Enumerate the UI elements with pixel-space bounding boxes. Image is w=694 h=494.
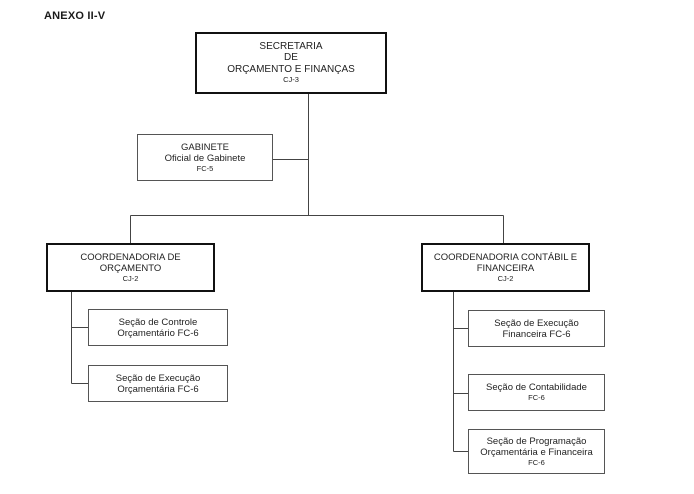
box-line: Seção de Controle xyxy=(118,316,198,328)
box-line: SECRETARIA xyxy=(259,40,323,52)
box-line: COORDENADORIA DE xyxy=(80,251,181,263)
org-box-secao-contabilidade: Seção de Contabilidade FC-6 xyxy=(468,374,605,411)
box-line: Orçamentária FC-6 xyxy=(117,383,199,395)
org-box-secretaria: SECRETARIA DE ORÇAMENTO E FINANÇAS CJ-3 xyxy=(195,32,387,94)
box-line: Seção de Execução xyxy=(494,317,579,329)
box-line: Seção de Execução xyxy=(115,372,201,384)
page-title: ANEXO II-V xyxy=(44,10,106,22)
box-line: ORÇAMENTO E FINANÇAS xyxy=(227,63,355,75)
box-line: Orçamentária e Financeira xyxy=(480,446,593,458)
box-code: CJ-2 xyxy=(122,273,139,283)
org-box-secao-execucao-orcamentaria: Seção de Execução Orçamentária FC-6 xyxy=(88,365,228,402)
box-line: DE xyxy=(284,52,298,64)
box-code: FC-6 xyxy=(528,393,545,402)
box-line: Seção de Contabilidade xyxy=(486,382,587,393)
box-line: Seção de Programação xyxy=(486,435,587,447)
box-code: CJ-3 xyxy=(283,75,299,85)
box-line: GABINETE xyxy=(180,141,230,153)
box-code: FC-5 xyxy=(196,163,214,173)
org-box-coordenadoria-contabil: COORDENADORIA CONTÁBIL E FINANCEIRA CJ-2 xyxy=(421,243,590,292)
box-code: FC-6 xyxy=(528,457,545,467)
box-line: FINANCEIRA xyxy=(476,262,535,274)
org-box-secao-execucao-financeira: Seção de Execução Financeira FC-6 xyxy=(468,310,605,347)
box-line: Oficial de Gabinete xyxy=(164,152,246,164)
org-box-secao-controle-orcamentario: Seção de Controle Orçamentário FC-6 xyxy=(88,309,228,346)
box-line: ORÇAMENTO xyxy=(99,262,162,274)
org-box-gabinete: GABINETE Oficial de Gabinete FC-5 xyxy=(137,134,273,181)
org-box-secao-programacao: Seção de Programação Orçamentária e Fina… xyxy=(468,429,605,474)
box-line: Orçamentário FC-6 xyxy=(117,327,199,339)
box-code: CJ-2 xyxy=(497,273,514,283)
org-box-coordenadoria-orcamento: COORDENADORIA DE ORÇAMENTO CJ-2 xyxy=(46,243,215,292)
box-line: COORDENADORIA CONTÁBIL E xyxy=(433,251,578,263)
box-line: Financeira FC-6 xyxy=(502,328,571,340)
